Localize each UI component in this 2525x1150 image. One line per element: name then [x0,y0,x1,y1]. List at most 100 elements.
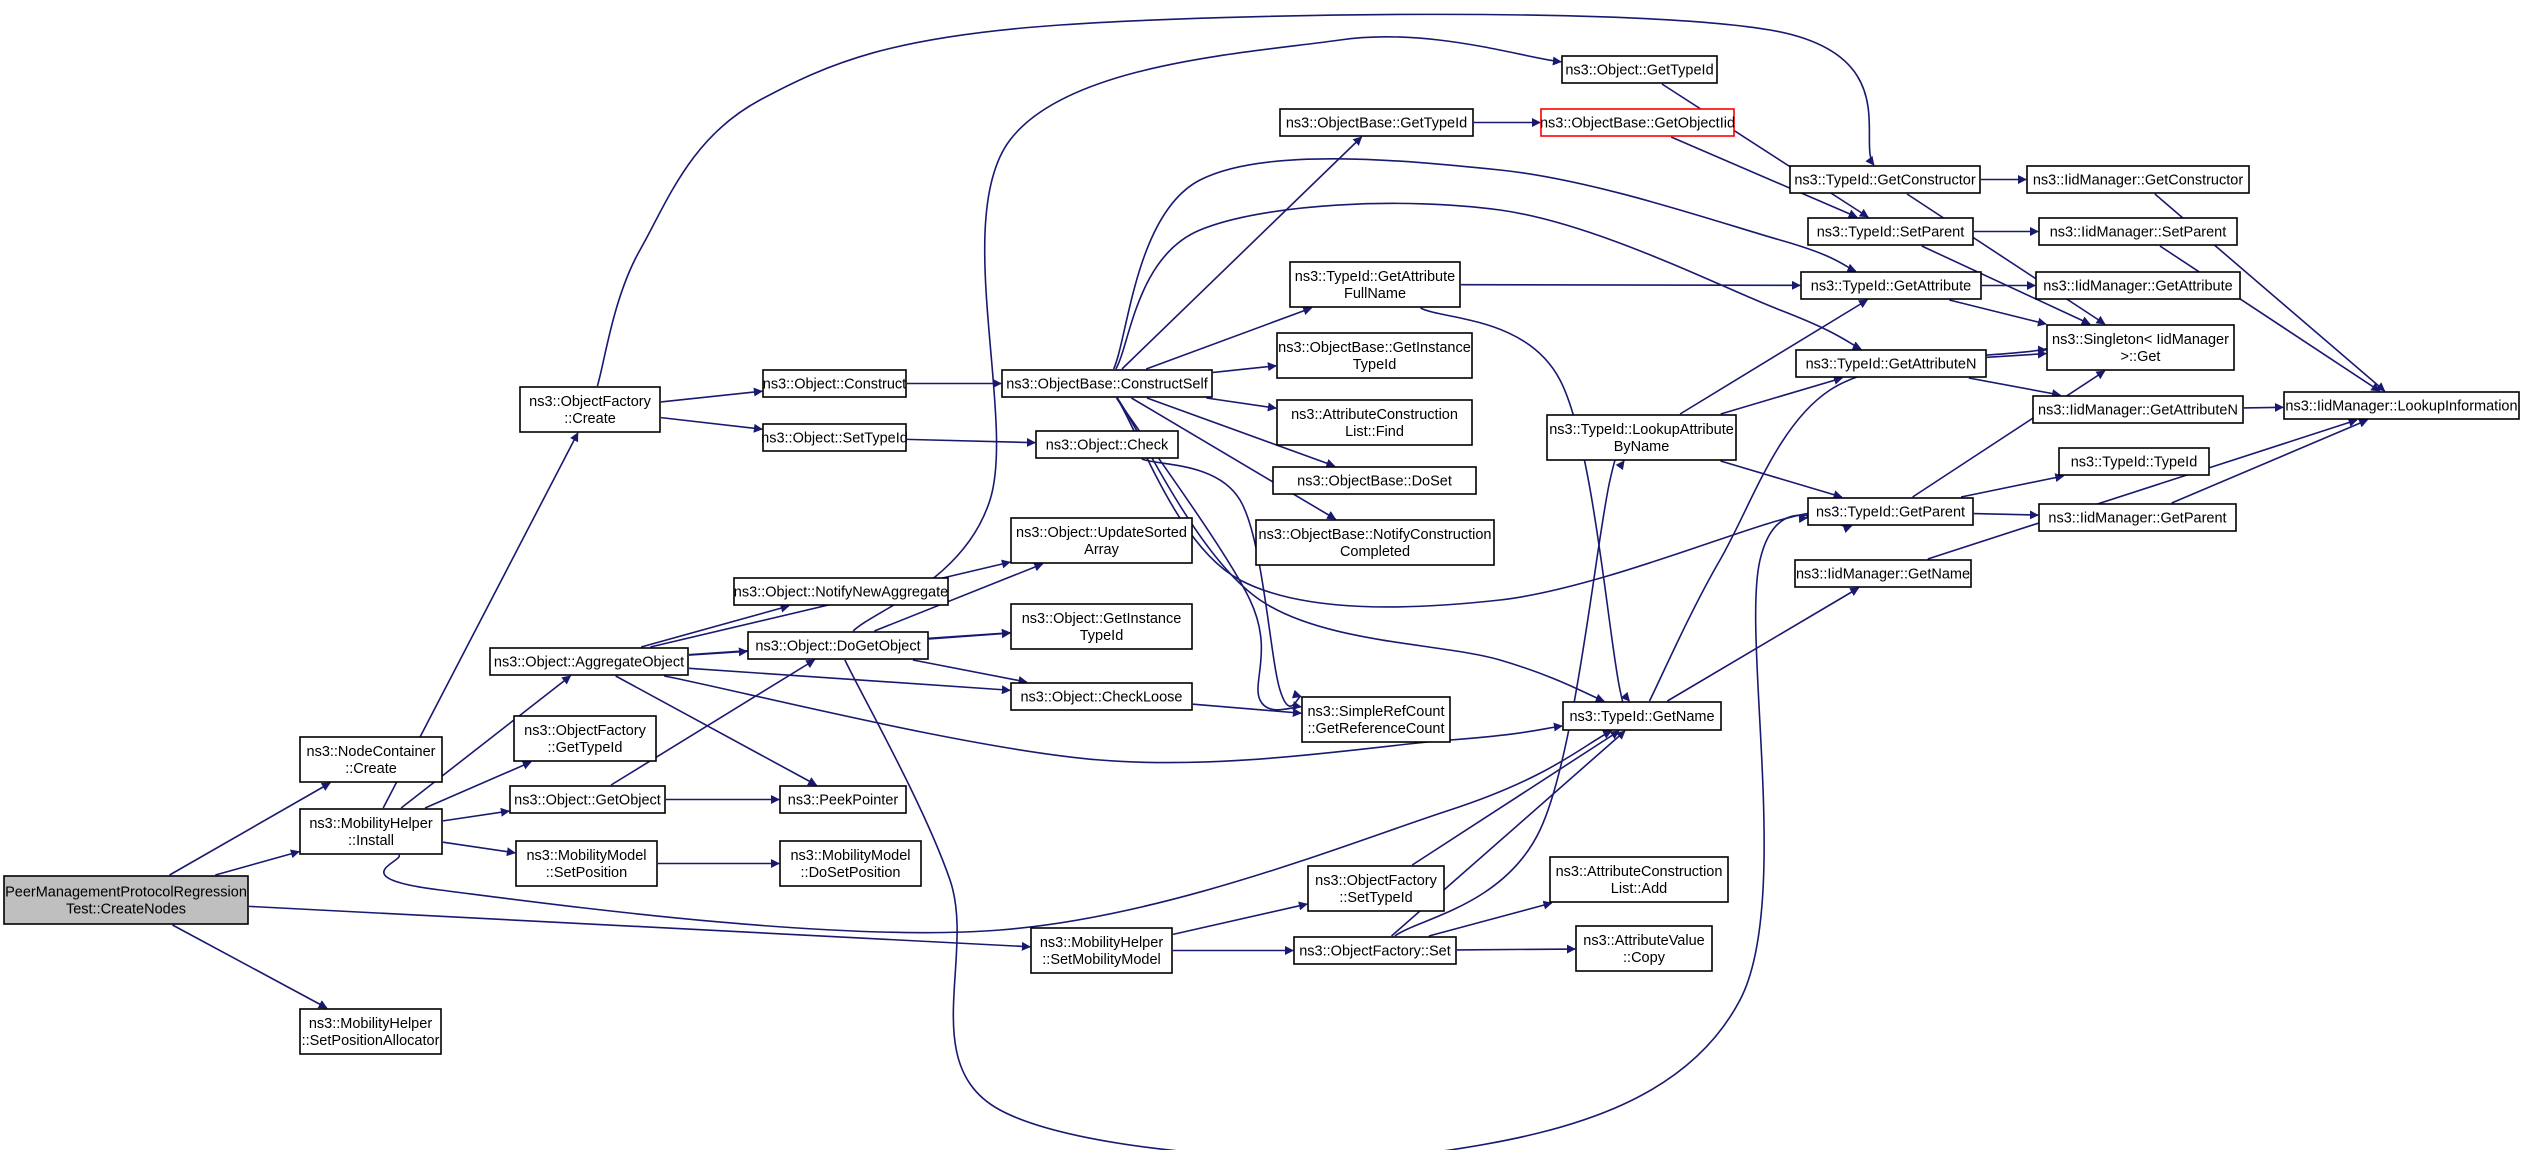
edge-obj_dogetobj-to-obj_checkloose [912,659,1028,685]
node-iid-getattr[interactable]: ns3::IidManager::GetAttribute [2035,271,2241,300]
node-ob-gettid[interactable]: ns3::ObjectBase::GetTypeId [1279,108,1474,137]
edge-obj_aggr-to-peekptr [615,675,818,786]
node-tid-getparent[interactable]: ns3::TypeId::GetParent [1807,497,1974,526]
node-label: ns3::Object::AggregateObject [494,655,684,671]
node-obj-checkloose[interactable]: ns3::Object::CheckLoose [1010,682,1193,711]
node-of-gettid[interactable]: ns3::ObjectFactory::GetTypeId [513,715,657,762]
node-iid-setparent[interactable]: ns3::IidManager::SetParent [2038,217,2238,246]
edge-tid_getparent-to-tid_typeid [1960,473,2065,498]
node-label: ns3::ObjectBase::GetObjectIid [1540,116,1735,132]
node-nc-create[interactable]: ns3::NodeContainer::Create [299,736,443,783]
node-box [1289,261,1461,308]
node-of-create[interactable]: ns3::ObjectFactory::Create [519,386,661,433]
node-srf-getref[interactable]: ns3::SimpleRefCount::GetReferenceCount [1301,696,1451,743]
node-box [1575,925,1713,972]
node-obj-check[interactable]: ns3::Object::Check [1035,430,1179,459]
node-tid-getname[interactable]: ns3::TypeId::GetName [1562,701,1722,731]
edge-tid_getname-to-iid_getname [1666,587,1860,702]
node-peekptr[interactable]: ns3::PeekPointer [779,785,907,814]
node-label: >::Get [2121,349,2161,365]
edge-root-to-mh_setpos [172,924,328,1009]
node-obj-getobj[interactable]: ns3::Object::GetObject [509,785,666,814]
edge-mh_install-to-obj_getobj [442,807,510,822]
node-iid-lookup[interactable]: ns3::IidManager::LookupInformation [2283,391,2520,420]
edge-ob_getobjiid-to-tid_setparent [1670,136,1858,218]
node-label: ns3::Object::Check [1046,438,1169,454]
node-label: ns3::MobilityModel [790,848,910,864]
node-label: ns3::TypeId::SetParent [1817,225,1965,241]
node-of-set[interactable]: ns3::ObjectFactory::Set [1293,936,1457,965]
edge-obj_aggr-to-obj_notify [640,603,790,648]
node-ob-constructself[interactable]: ns3::ObjectBase::ConstructSelf [1001,369,1213,398]
node-mh-install[interactable]: ns3::MobilityHelper::Install [299,808,443,855]
edge-obj_dogetobj-to-obj_updsorted [874,562,1044,632]
node-box [1010,603,1193,650]
node-label: ns3::IidManager::LookupInformation [2285,399,2517,415]
node-box [762,423,907,452]
node-tid-getattrn[interactable]: ns3::TypeId::GetAttributeN [1795,349,1987,378]
node-mh-setpos[interactable]: ns3::MobilityHelper::SetPositionAllocato… [299,1008,442,1055]
node-tid-setparent[interactable]: ns3::TypeId::SetParent [1807,217,1974,246]
node-mm-setpos[interactable]: ns3::MobilityModel::SetPosition [515,840,658,887]
node-label: ::SetMobilityModel [1042,952,1160,968]
node-obj-notify[interactable]: ns3::Object::NotifyNewAggregate [733,577,949,606]
node-obj-gettid[interactable]: ns3::Object::GetTypeId [1561,55,1718,84]
node-tid-getctor[interactable]: ns3::TypeId::GetConstructor [1789,165,1981,194]
node-box [1789,165,1981,194]
node-box [2046,324,2235,371]
node-obj-construct[interactable]: ns3::Object::Construct [762,369,907,398]
node-root[interactable]: PeerManagementProtocolRegressionTest::Cr… [3,875,249,925]
node-iid-getparent[interactable]: ns3::IidManager::GetParent [2038,503,2237,532]
node-box [489,647,689,676]
node-label: ::GetReferenceCount [1307,721,1444,737]
node-label: ns3::TypeId::GetParent [1816,505,1965,521]
node-label: ns3::IidManager::GetAttributeN [2038,403,2238,419]
node-box [1255,519,1495,566]
node-iid-getname[interactable]: ns3::IidManager::GetName [1794,559,1972,588]
node-label: ns3::Object::SetTypeId [761,431,908,447]
node-mm-dosetpos[interactable]: ns3::MobilityModel::DoSetPosition [779,840,922,887]
node-mh-setmob[interactable]: ns3::MobilityHelper::SetMobilityModel [1030,927,1173,974]
node-obj-settid[interactable]: ns3::Object::SetTypeId [761,423,908,452]
edge-mh_install-to-tid_getname [383,730,1613,934]
node-label: ns3::IidManager::GetParent [2048,511,2226,527]
node-box [1546,414,1737,461]
node-ob-getobjiid[interactable]: ns3::ObjectBase::GetObjectIid [1540,108,1735,137]
edge-ob_constructself-to-tid_getattr [1112,158,1857,370]
edge-mh_setmob-to-of_settid [1172,901,1308,936]
node-iid-getctor[interactable]: ns3::IidManager::GetConstructor [2026,165,2250,194]
node-label: ns3::TypeId::TypeId [2071,455,2198,471]
node-of-settid[interactable]: ns3::ObjectFactory::SetTypeId [1307,865,1445,912]
node-obj-aggr[interactable]: ns3::Object::AggregateObject [489,647,689,676]
node-obj-dogetobj[interactable]: ns3::Object::DoGetObject [747,631,929,660]
node-singleton-get[interactable]: ns3::Singleton< IidManager >::Get [2046,324,2235,371]
edge-obj_gettid-to-tid_setparent [1661,83,1869,218]
node-box [1301,696,1451,743]
node-label: ns3::ObjectFactory [1315,873,1437,889]
node-label: ns3::Object::NotifyNewAggregate [734,585,948,601]
edge-of_create-to-obj_construct [660,387,763,403]
node-box [1276,332,1473,379]
node-ob-doset[interactable]: ns3::ObjectBase::DoSet [1272,466,1477,495]
node-iid-getattrn[interactable]: ns3::IidManager::GetAttributeN [2032,395,2244,424]
node-label: PeerManagementProtocolRegression [5,885,247,901]
edge-ob_constructself-to-tid_getattrfull [1145,306,1313,370]
node-label: ns3::TypeId::GetAttribute [1295,269,1455,285]
edge-of_set-to-av_copy [1456,944,1576,954]
node-tid-getattr[interactable]: ns3::TypeId::GetAttribute [1800,271,1982,300]
edge-root-to-mh_setmob [248,905,1031,951]
node-tid-typeid[interactable]: ns3::TypeId::TypeId [2058,447,2210,476]
node-label: ns3::ObjectBase::ConstructSelf [1006,377,1208,393]
node-ob-notifyconst[interactable]: ns3::ObjectBase::NotifyConstructionCompl… [1255,519,1495,566]
node-box [3,875,249,925]
node-av-copy[interactable]: ns3::AttributeValue::Copy [1575,925,1713,972]
node-box [1795,349,1987,378]
node-box [509,785,666,814]
